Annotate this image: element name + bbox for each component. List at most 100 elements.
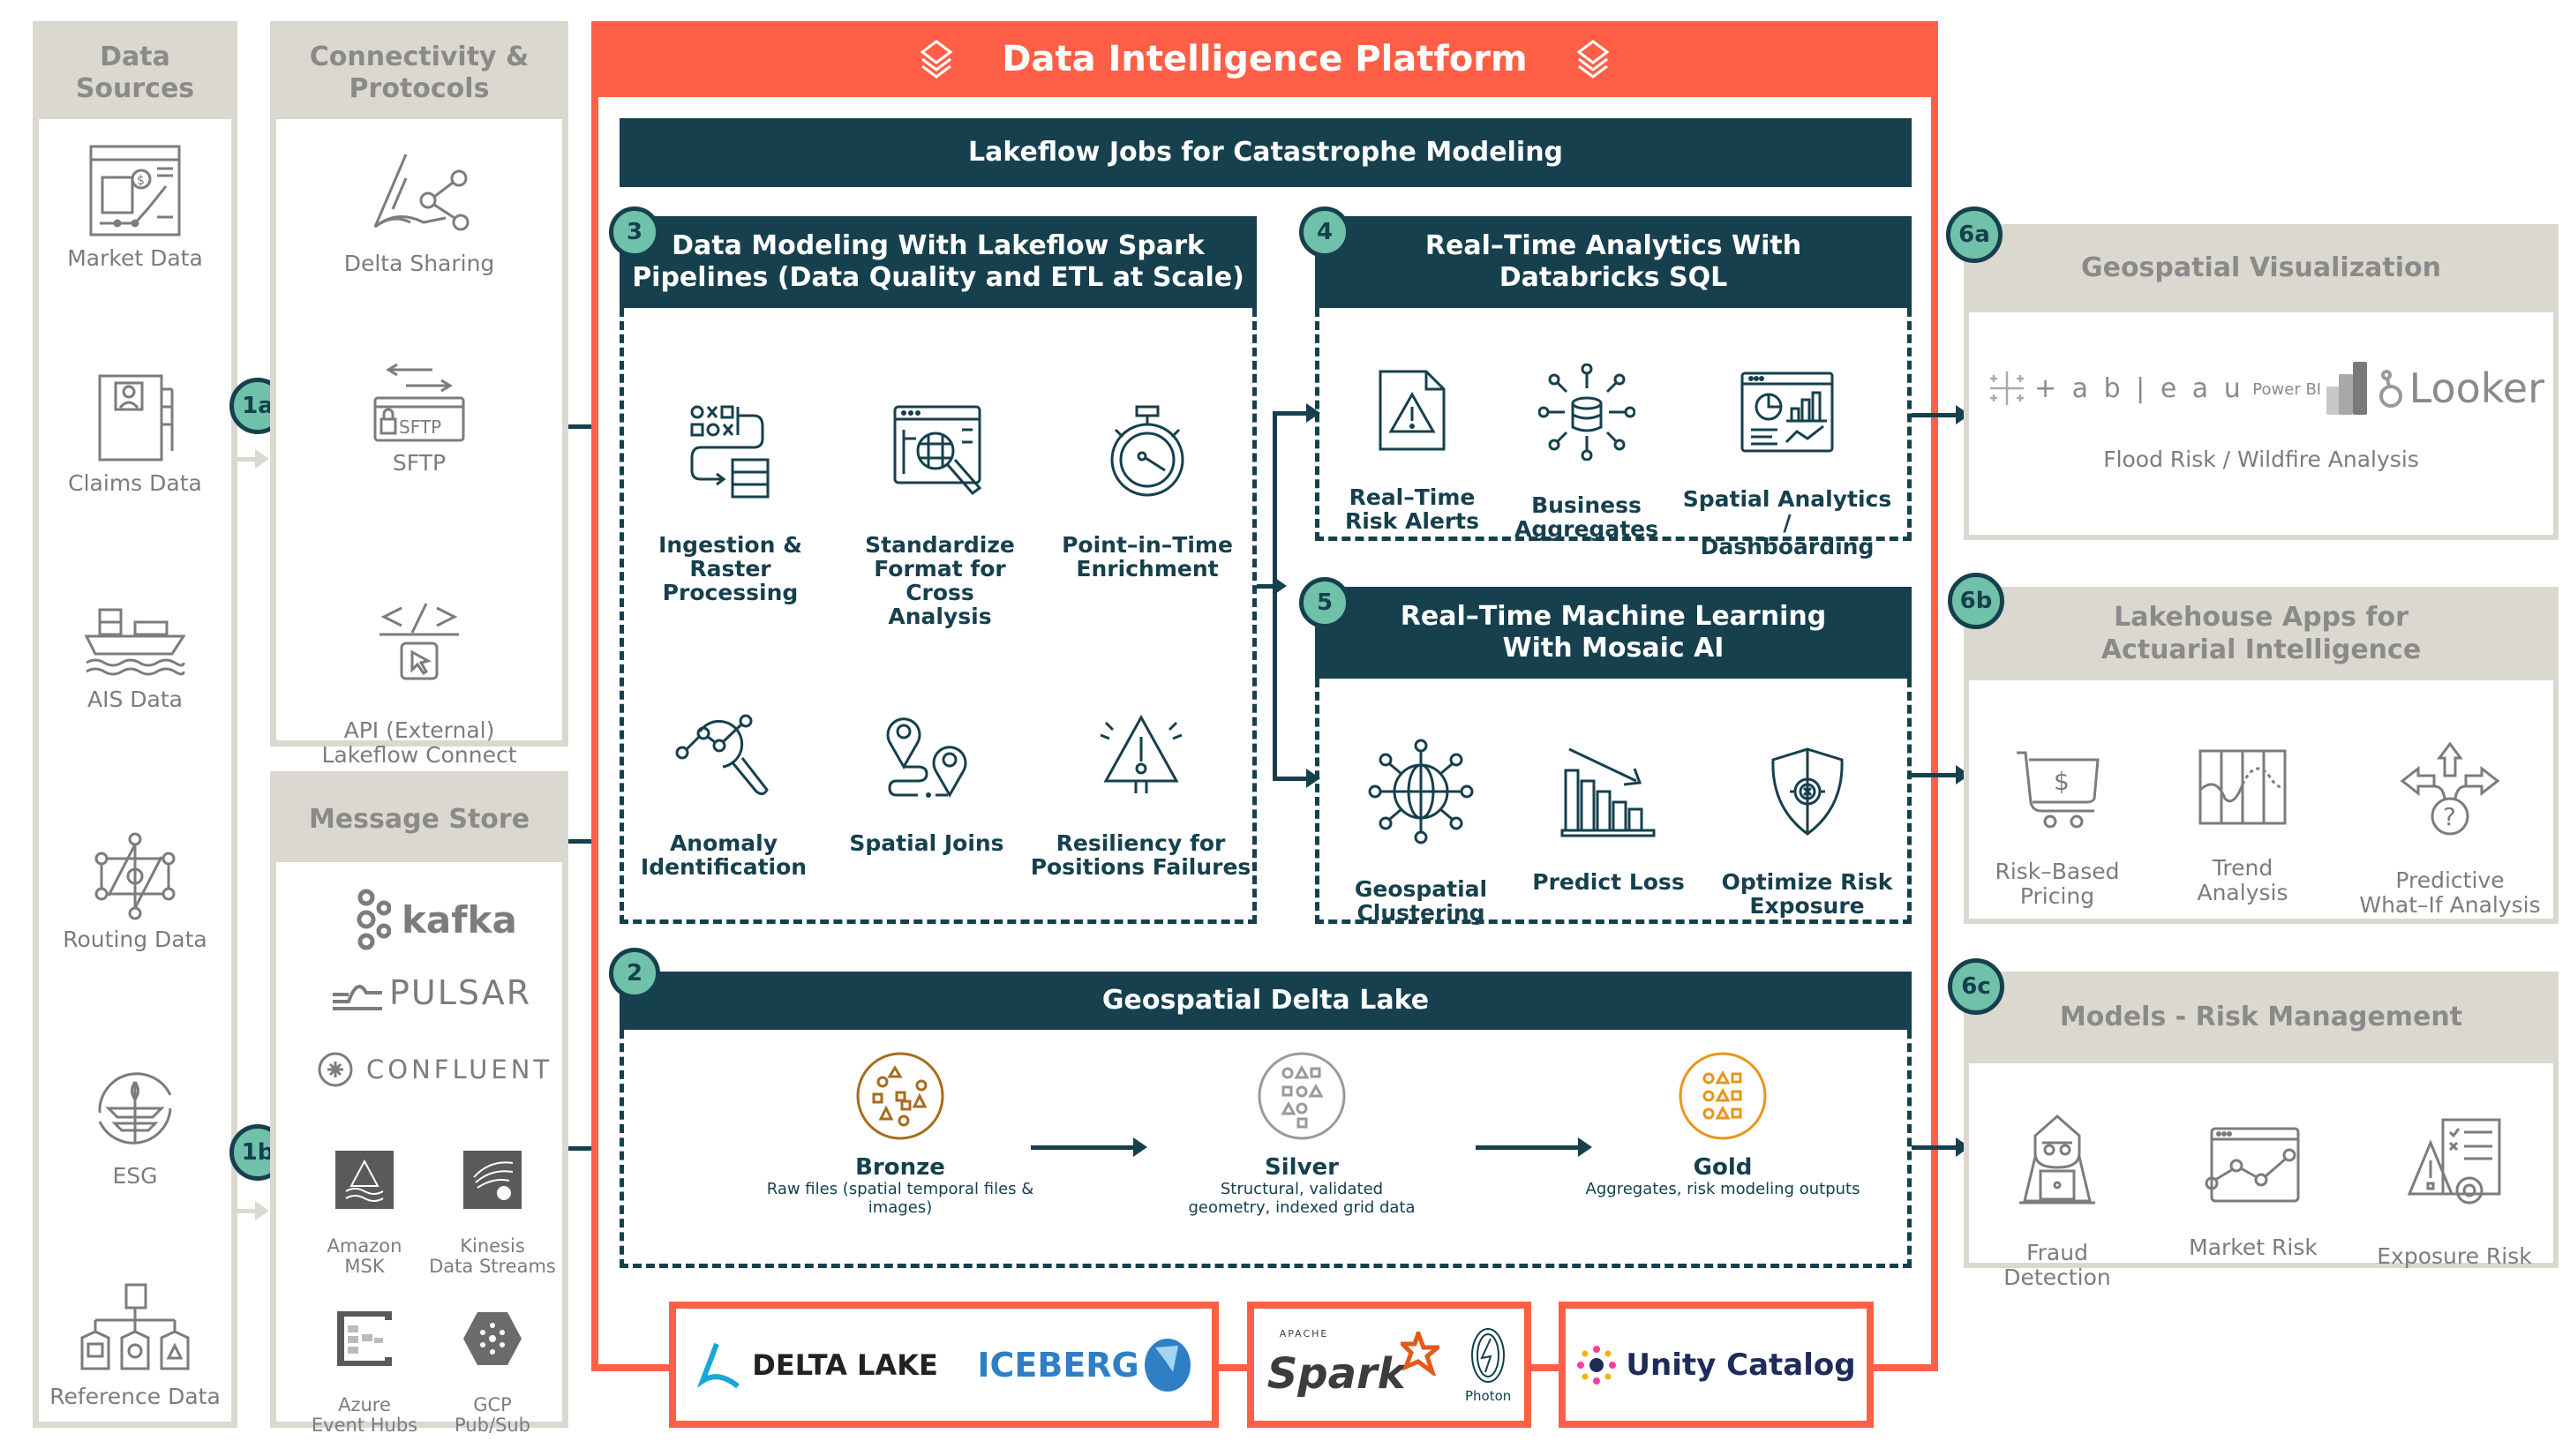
app-label: Predictive What–If Analysis [2359, 867, 2541, 918]
section5-header: Real–Time Machine Learning With Mosaic A… [1315, 587, 1912, 679]
section5-panel [1315, 679, 1912, 924]
section4-panel [1315, 308, 1912, 541]
badge-6c: 6c [1948, 958, 2004, 1015]
svg-text:$: $ [137, 174, 145, 188]
layer-desc: Structural, validated geometry, indexed … [1188, 1180, 1416, 1217]
kafka-label: kafka [402, 897, 517, 942]
source-claims-data[interactable]: Claims Data [39, 367, 231, 496]
s3-item-standardize[interactable]: Standardize Format for Cross Analysis [843, 379, 1037, 652]
connectivity-api[interactable]: API (External) Lakeflow Connect [276, 574, 562, 792]
s4-item-risk-alerts[interactable]: Real–Time Risk Alerts [1341, 344, 1483, 557]
s3-item-label: Point–in–Time Enrichment [1062, 532, 1233, 582]
photon-icon [1471, 1327, 1506, 1383]
app-risk-based-pricing[interactable]: $ Risk–Based Pricing [1987, 724, 2128, 933]
connectivity-label: API (External) Lakeflow Connect [321, 717, 517, 768]
app-trend-analysis[interactable]: Trend Analysis [2172, 724, 2313, 929]
source-label: Market Data [67, 245, 203, 271]
layer-name: Silver [1265, 1154, 1339, 1181]
layer-bronze[interactable]: Bronze Raw files (spatial temporal files… [724, 1050, 1077, 1217]
s4-item-dashboarding[interactable]: Spatial Analytics / Dashboarding [1677, 346, 1897, 582]
service-amazon-msk[interactable]: Amazon MSK [303, 1130, 426, 1297]
delta-lake-icon [697, 1342, 740, 1388]
database-hub-icon [1537, 364, 1635, 461]
apache-spark-logo: Spark APACHE [1267, 1328, 1439, 1399]
s5-item-geospatial-clustering[interactable]: Geospatial Clustering [1341, 715, 1500, 949]
badge-2: 2 [609, 948, 660, 999]
layer-silver[interactable]: Silver Structural, validated geometry, i… [1125, 1050, 1478, 1217]
s3-item-label: Resiliency for Positions Failures [1030, 830, 1251, 880]
source-reference-data[interactable]: Reference Data [39, 1280, 231, 1409]
ingestion-flow-icon [690, 405, 769, 499]
svg-text:?: ? [2443, 802, 2456, 831]
tableau-label: + a b | e a u [2034, 372, 2244, 404]
unity-catalog-label: Unity Catalog [1626, 1347, 1856, 1383]
s5-item-optimize-risk[interactable]: Optimize Risk Exposure [1717, 722, 1897, 942]
badge-6a: 6a [1946, 206, 2003, 263]
shield-gear-icon [1770, 747, 1844, 836]
line-chart-window-icon [2205, 1127, 2300, 1202]
claims-data-icon [98, 374, 174, 462]
s4-item-business-aggregates[interactable]: Business Aggregates [1509, 340, 1664, 565]
source-label: Routing Data [63, 927, 207, 952]
connectivity-sftp[interactable]: SFTP SFTP [276, 356, 562, 476]
connectivity-delta-sharing[interactable]: Delta Sharing [276, 147, 562, 276]
arrow-to-section5 [1273, 769, 1320, 788]
storage-formats-box: DELTA LAKE ICEBERG [669, 1302, 1219, 1428]
tableau-logo: + a b | e a u [1987, 368, 2244, 409]
source-esg[interactable]: ESG [39, 1060, 231, 1189]
pulsar-label: PULSAR [389, 973, 532, 1012]
amazon-msk-icon [335, 1151, 394, 1210]
model-fraud-detection[interactable]: Fraud Detection [1987, 1088, 2128, 1314]
s5-item-predict-loss[interactable]: Predict Loss [1531, 722, 1686, 918]
source-ais-data[interactable]: AIS Data [39, 601, 231, 712]
iceberg-label: ICEBERG [977, 1345, 1139, 1385]
map-pins-icon [886, 717, 967, 799]
lakehouse-apps-title: Lakehouse Apps for Actuarial Intelligenc… [1964, 587, 2559, 680]
grid-search-icon [893, 405, 982, 496]
service-gcp-pubsub[interactable]: GCP Pub/Sub [426, 1289, 559, 1456]
s3-item-point-in-time[interactable]: Point–in–Time Enrichment [1055, 379, 1240, 604]
power-bi-logo: Power BI [2252, 362, 2369, 415]
s3-item-spatial-joins[interactable]: Spatial Joins [838, 687, 1015, 879]
app-predictive-what-if[interactable]: ? Predictive What–If Analysis [2348, 716, 2551, 942]
looker-logo: Looker [2378, 364, 2544, 412]
kafka-icon [357, 889, 391, 950]
s3-item-resiliency[interactable]: Resiliency for Positions Failures [1028, 687, 1253, 903]
source-routing-data[interactable]: Routing Data [39, 832, 231, 952]
bronze-layer-icon [856, 1052, 944, 1140]
silver-layer-icon [1258, 1052, 1346, 1140]
section3-panel [620, 308, 1257, 924]
kafka-logo: kafka [356, 889, 517, 950]
model-market-risk[interactable]: Market Risk [2174, 1100, 2333, 1284]
source-label: AIS Data [87, 687, 183, 712]
connectivity-panel: Connectivity & Protocols Delta Sharing S… [270, 21, 568, 767]
arrow-sources-to-message-store [237, 1201, 269, 1220]
compute-engines-box: Spark APACHE Photon [1247, 1302, 1531, 1428]
badge-4: 4 [1299, 206, 1350, 258]
kinesis-icon [463, 1151, 522, 1210]
model-label: Exposure Risk [2377, 1243, 2532, 1269]
s3-item-anomaly[interactable]: Anomaly Identification [627, 687, 821, 903]
message-store-panel: Message Store kafka PULSAR CONFLUENT Ama… [270, 771, 568, 1436]
document-alert-icon [1379, 370, 1446, 451]
s3-item-ingestion[interactable]: Ingestion & Raster Processing [644, 379, 816, 628]
layers-icon [920, 40, 953, 79]
layer-gold[interactable]: Gold Aggregates, risk modeling outputs [1546, 1050, 1899, 1199]
model-exposure-risk[interactable]: Exposure Risk [2357, 1092, 2551, 1293]
service-kinesis[interactable]: Kinesis Data Streams [417, 1130, 567, 1297]
lakeflow-jobs-bar: Lakeflow Jobs for Catastrophe Modeling [620, 118, 1912, 187]
svg-text:$: $ [2054, 767, 2070, 796]
badge-5: 5 [1299, 577, 1350, 628]
photon-label: Photon [1465, 1387, 1512, 1404]
s5-item-label: Geospatial Clustering [1354, 876, 1488, 926]
connectivity-label: SFTP [392, 450, 447, 476]
power-bi-label: Power BI [2252, 380, 2322, 399]
section3-header: Data Modeling With Lakeflow Spark Pipeli… [620, 216, 1257, 308]
service-azure-event-hubs[interactable]: Azure Event Hubs [294, 1289, 435, 1456]
trend-chart-icon [2198, 749, 2287, 824]
svg-text:SFTP: SFTP [399, 417, 441, 438]
routing-network-icon [94, 832, 176, 920]
data-sources-title: Data Sources [39, 27, 231, 119]
confluent-label: CONFLUENT [366, 1054, 553, 1084]
source-market-data[interactable]: $ Market Data [39, 142, 231, 271]
